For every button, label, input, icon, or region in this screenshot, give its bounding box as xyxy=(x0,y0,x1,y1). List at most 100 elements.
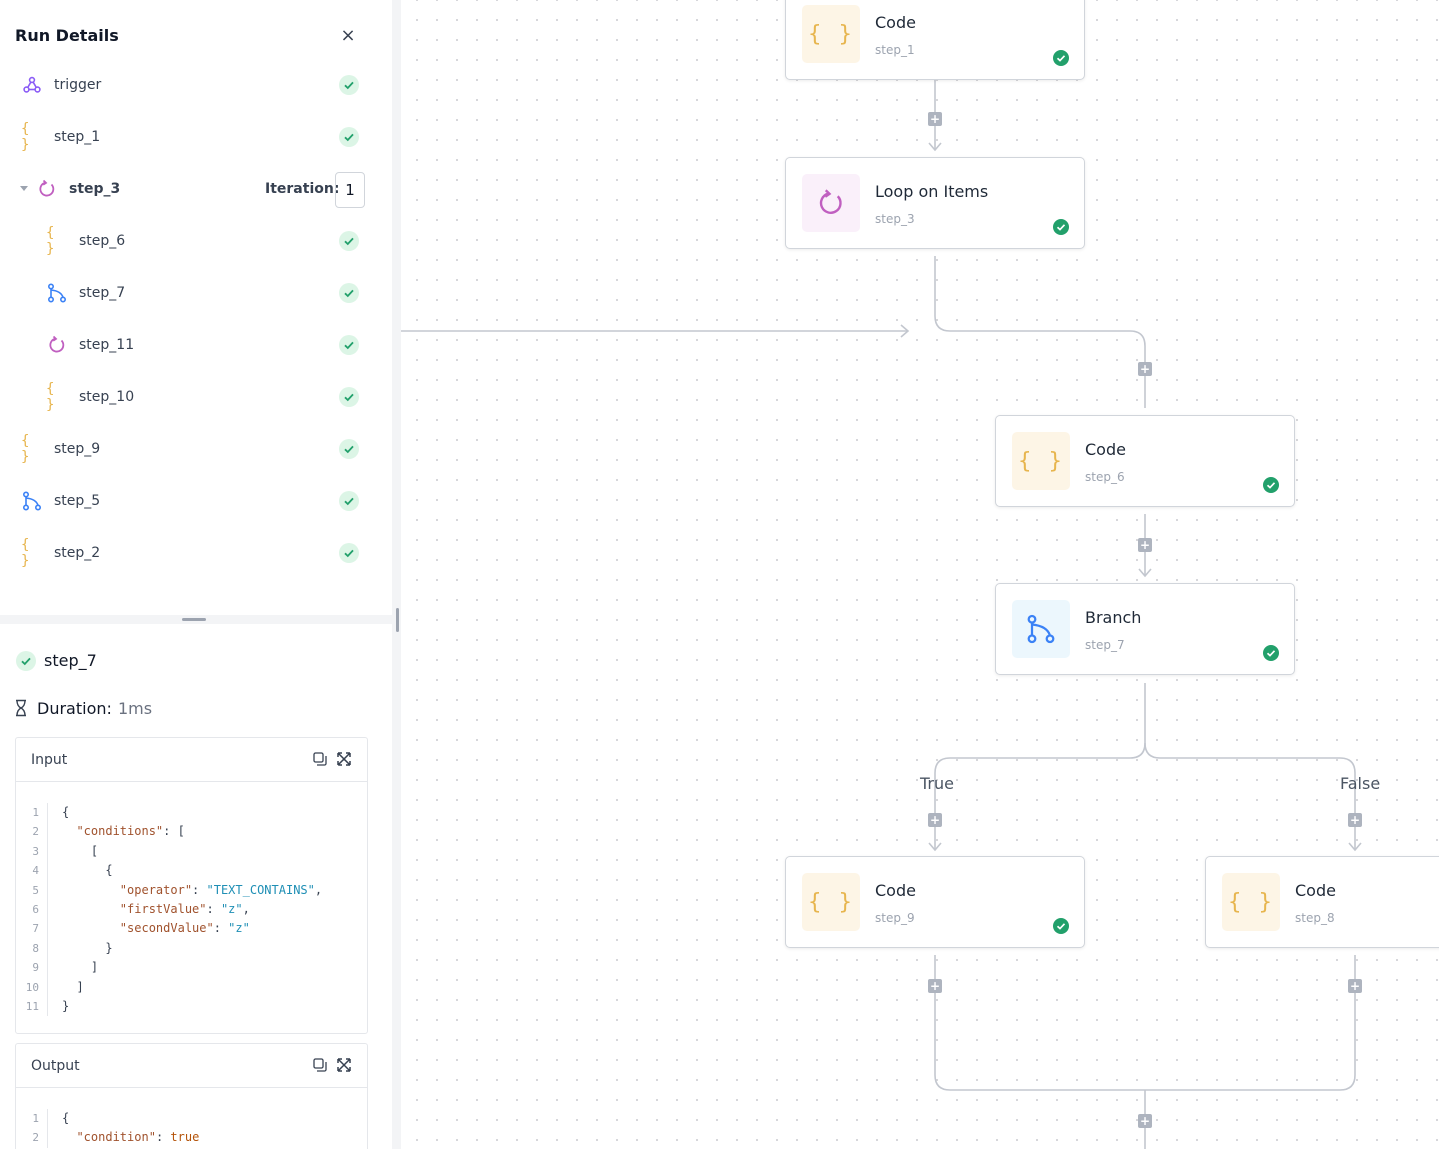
run-step-step_10[interactable]: { } step_10 xyxy=(0,371,392,423)
run-step-label: trigger xyxy=(54,77,102,93)
panel-title: Run Details xyxy=(15,26,119,45)
output-header: Output xyxy=(16,1044,367,1088)
add-step-button[interactable]: + xyxy=(928,979,942,993)
run-step-label: step_7 xyxy=(79,285,126,301)
duration-value: 1ms xyxy=(118,699,153,718)
success-check-icon xyxy=(339,387,359,407)
node-title: Code xyxy=(875,13,916,32)
code-icon: { } xyxy=(46,225,56,257)
success-check-icon xyxy=(1053,219,1069,235)
copy-icon[interactable] xyxy=(312,751,328,767)
success-check-icon xyxy=(1263,477,1279,493)
run-step-step_2[interactable]: { } step_2 xyxy=(0,527,392,579)
run-step-step_3[interactable]: step_3 xyxy=(0,163,392,215)
run-step-step_11[interactable]: step_11 xyxy=(0,319,392,371)
input-card: Input 1{ 2 "conditions": [ 3 [ 4 { 5 "op… xyxy=(15,737,368,1034)
success-check-icon xyxy=(339,127,359,147)
flow-node-step_6[interactable]: { } Code step_6 xyxy=(995,415,1295,507)
resize-handle[interactable] xyxy=(182,618,206,621)
run-step-label: step_5 xyxy=(54,493,101,509)
selected-step-name: step_7 xyxy=(44,651,97,670)
code-icon: { } xyxy=(21,537,31,569)
webhook-icon xyxy=(21,74,43,96)
run-step-step_7[interactable]: step_7 xyxy=(0,267,392,319)
success-check-icon xyxy=(16,651,36,671)
run-step-label: step_10 xyxy=(79,389,135,405)
success-check-icon xyxy=(339,491,359,511)
add-step-button[interactable]: + xyxy=(928,112,942,126)
duration-label: Duration: xyxy=(37,699,112,718)
success-check-icon xyxy=(339,231,359,251)
success-check-icon xyxy=(339,335,359,355)
node-title: Branch xyxy=(1085,608,1142,627)
flow-node-step_7[interactable]: Branch step_7 xyxy=(995,583,1295,675)
run-step-step_9[interactable]: { } step_9 xyxy=(0,423,392,475)
branch-icon xyxy=(21,490,43,512)
flow-node-step_1[interactable]: { } Code step_1 xyxy=(785,0,1085,80)
success-check-icon xyxy=(339,75,359,95)
node-step-name: step_9 xyxy=(875,911,915,925)
flow-node-step_9[interactable]: { } Code step_9 xyxy=(785,856,1085,948)
add-step-button[interactable]: + xyxy=(1348,813,1362,827)
close-icon[interactable]: × xyxy=(340,25,356,46)
code-icon: { } xyxy=(1222,873,1280,931)
run-step-label: step_1 xyxy=(54,129,101,145)
input-title: Input xyxy=(31,752,68,768)
node-step-name: step_8 xyxy=(1295,911,1335,925)
code-icon: { } xyxy=(21,433,31,465)
code-icon: { } xyxy=(21,121,31,153)
loop-icon xyxy=(36,178,58,200)
success-check-icon xyxy=(1053,918,1069,934)
branch-false-label: False xyxy=(1340,774,1381,793)
add-step-button[interactable]: + xyxy=(928,813,942,827)
run-details-panel: Run Details × trigger { } step_1 step_3 … xyxy=(0,0,392,1149)
iteration-label: Iteration: xyxy=(265,181,340,197)
input-header: Input xyxy=(16,738,367,782)
run-step-step_6[interactable]: { } step_6 xyxy=(0,215,392,267)
run-step-label: step_2 xyxy=(54,545,101,561)
chevron-down-icon[interactable] xyxy=(19,185,29,193)
success-check-icon xyxy=(339,543,359,563)
code-icon: { } xyxy=(802,5,860,63)
output-code: 1{ 2 "condition": true xyxy=(16,1109,199,1148)
flow-node-step_8[interactable]: { } Code step_8 xyxy=(1205,856,1439,948)
loop-icon xyxy=(802,174,860,232)
node-title: Code xyxy=(1295,881,1336,900)
run-step-label: step_9 xyxy=(54,441,101,457)
flow-node-step_3[interactable]: Loop on Items step_3 xyxy=(785,157,1085,249)
flow-canvas[interactable]: + + + + + + + + True False { } Code step… xyxy=(401,0,1439,1149)
panel-resizer[interactable] xyxy=(392,0,401,1149)
branch-true-label: True xyxy=(920,774,954,793)
add-step-button[interactable]: + xyxy=(1348,979,1362,993)
iteration-input[interactable]: 1 xyxy=(335,172,365,208)
success-check-icon xyxy=(339,439,359,459)
run-step-label: step_6 xyxy=(79,233,126,249)
expand-icon[interactable] xyxy=(336,751,352,767)
run-step-step_1[interactable]: { } step_1 xyxy=(0,111,392,163)
expand-icon[interactable] xyxy=(336,1057,352,1073)
output-title: Output xyxy=(31,1058,80,1074)
node-step-name: step_1 xyxy=(875,43,915,57)
loop-icon xyxy=(46,334,68,356)
run-step-label: step_3 xyxy=(69,181,121,197)
branch-icon xyxy=(1012,600,1070,658)
input-code: 1{ 2 "conditions": [ 3 [ 4 { 5 "operator… xyxy=(16,803,322,1017)
add-step-button[interactable]: + xyxy=(1138,1114,1152,1128)
add-step-button[interactable]: + xyxy=(1138,362,1152,376)
run-step-step_5[interactable]: step_5 xyxy=(0,475,392,527)
code-icon: { } xyxy=(46,381,56,413)
success-check-icon xyxy=(1263,645,1279,661)
node-title: Code xyxy=(875,881,916,900)
resize-handle[interactable] xyxy=(396,608,399,632)
run-step-trigger[interactable]: trigger xyxy=(0,59,392,111)
copy-icon[interactable] xyxy=(312,1057,328,1073)
output-card: Output 1{ 2 "condition": true xyxy=(15,1043,368,1149)
add-step-button[interactable]: + xyxy=(1138,538,1152,552)
code-icon: { } xyxy=(1012,432,1070,490)
node-title: Loop on Items xyxy=(875,182,989,201)
branch-icon xyxy=(46,282,68,304)
node-step-name: step_3 xyxy=(875,212,915,226)
node-title: Code xyxy=(1085,440,1126,459)
success-check-icon xyxy=(1053,50,1069,66)
hourglass-icon xyxy=(16,699,26,717)
